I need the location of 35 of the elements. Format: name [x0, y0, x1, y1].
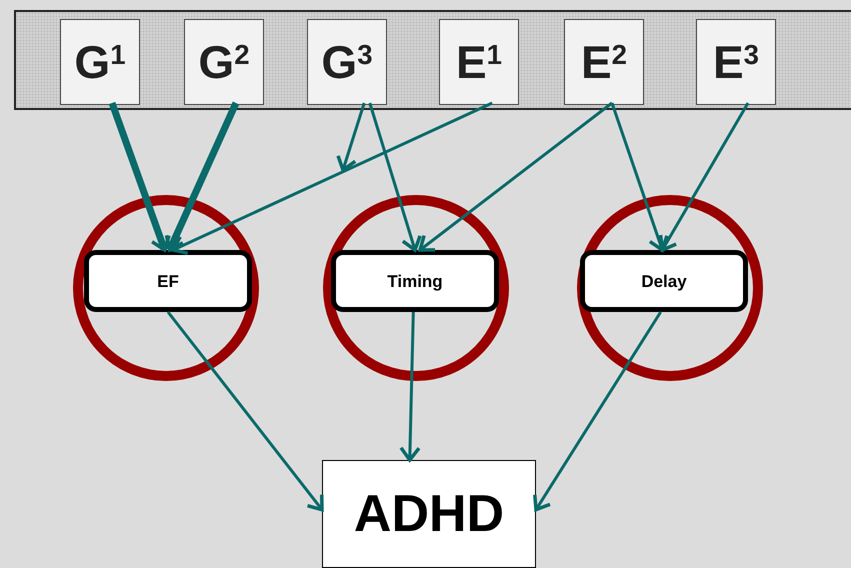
process-box	[84, 250, 252, 312]
node-label: EF	[157, 272, 179, 290]
node-label: E$^{3}$	[712, 39, 760, 85]
arrow	[418, 102, 613, 252]
node-label: ADHD	[354, 488, 504, 540]
ring-circle	[323, 195, 509, 381]
process-box	[580, 250, 748, 312]
arrow	[164, 102, 240, 252]
arrow	[166, 311, 324, 512]
process-box	[331, 250, 499, 312]
arrow	[399, 312, 421, 462]
factor-box	[184, 19, 264, 105]
node-label: E$^{1}$	[456, 39, 502, 85]
ring-circle	[577, 195, 763, 381]
factor-box	[60, 19, 140, 105]
arrow	[171, 102, 493, 255]
arrow	[368, 102, 422, 252]
arrow	[336, 102, 366, 172]
arrow	[658, 102, 750, 252]
arrow	[610, 102, 669, 252]
factor-box	[439, 19, 519, 105]
outcome-box	[322, 460, 536, 568]
factor-band	[14, 10, 851, 110]
factor-box	[307, 19, 387, 105]
arrow	[108, 102, 171, 252]
node-label: G$^{3}$	[321, 39, 373, 85]
arrow	[533, 311, 662, 512]
node-label: E$^{2}$	[580, 39, 628, 85]
node-label: Delay	[641, 272, 687, 290]
factor-box	[696, 19, 776, 105]
ring-circle	[73, 195, 259, 381]
node-label: G$^{1}$	[74, 39, 126, 85]
node-label: G$^{2}$	[198, 39, 250, 85]
node-label: Timing	[387, 272, 443, 290]
factor-box	[564, 19, 644, 105]
